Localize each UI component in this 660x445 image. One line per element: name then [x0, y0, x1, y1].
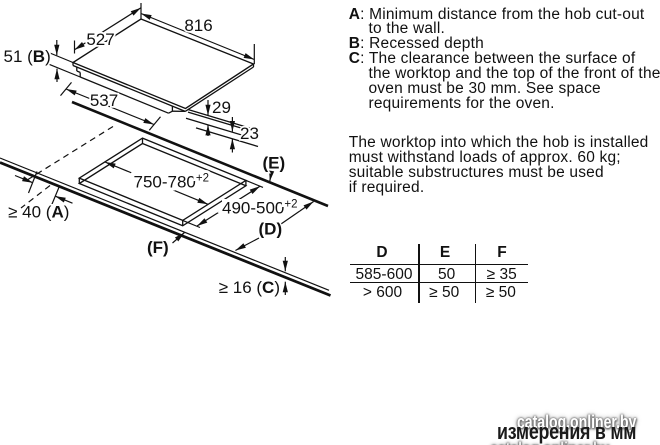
svg-text:29: 29 [212, 98, 231, 117]
svg-text:23: 23 [240, 124, 259, 143]
svg-text:(E): (E) [263, 154, 286, 173]
svg-text:750-780+2: 750-780+2 [134, 173, 210, 192]
svg-text:527: 527 [86, 30, 114, 49]
svg-text:816: 816 [184, 16, 212, 35]
svg-text:(F): (F) [147, 238, 169, 257]
svg-text:490-500+2: 490-500+2 [222, 199, 298, 218]
svg-text:≥ 40 (A): ≥ 40 (A) [8, 203, 69, 222]
svg-text:51 (B): 51 (B) [4, 47, 51, 66]
svg-text:537: 537 [90, 91, 118, 110]
svg-text:≥ 16 (C): ≥ 16 (C) [219, 278, 280, 297]
svg-text:(D): (D) [259, 220, 283, 239]
